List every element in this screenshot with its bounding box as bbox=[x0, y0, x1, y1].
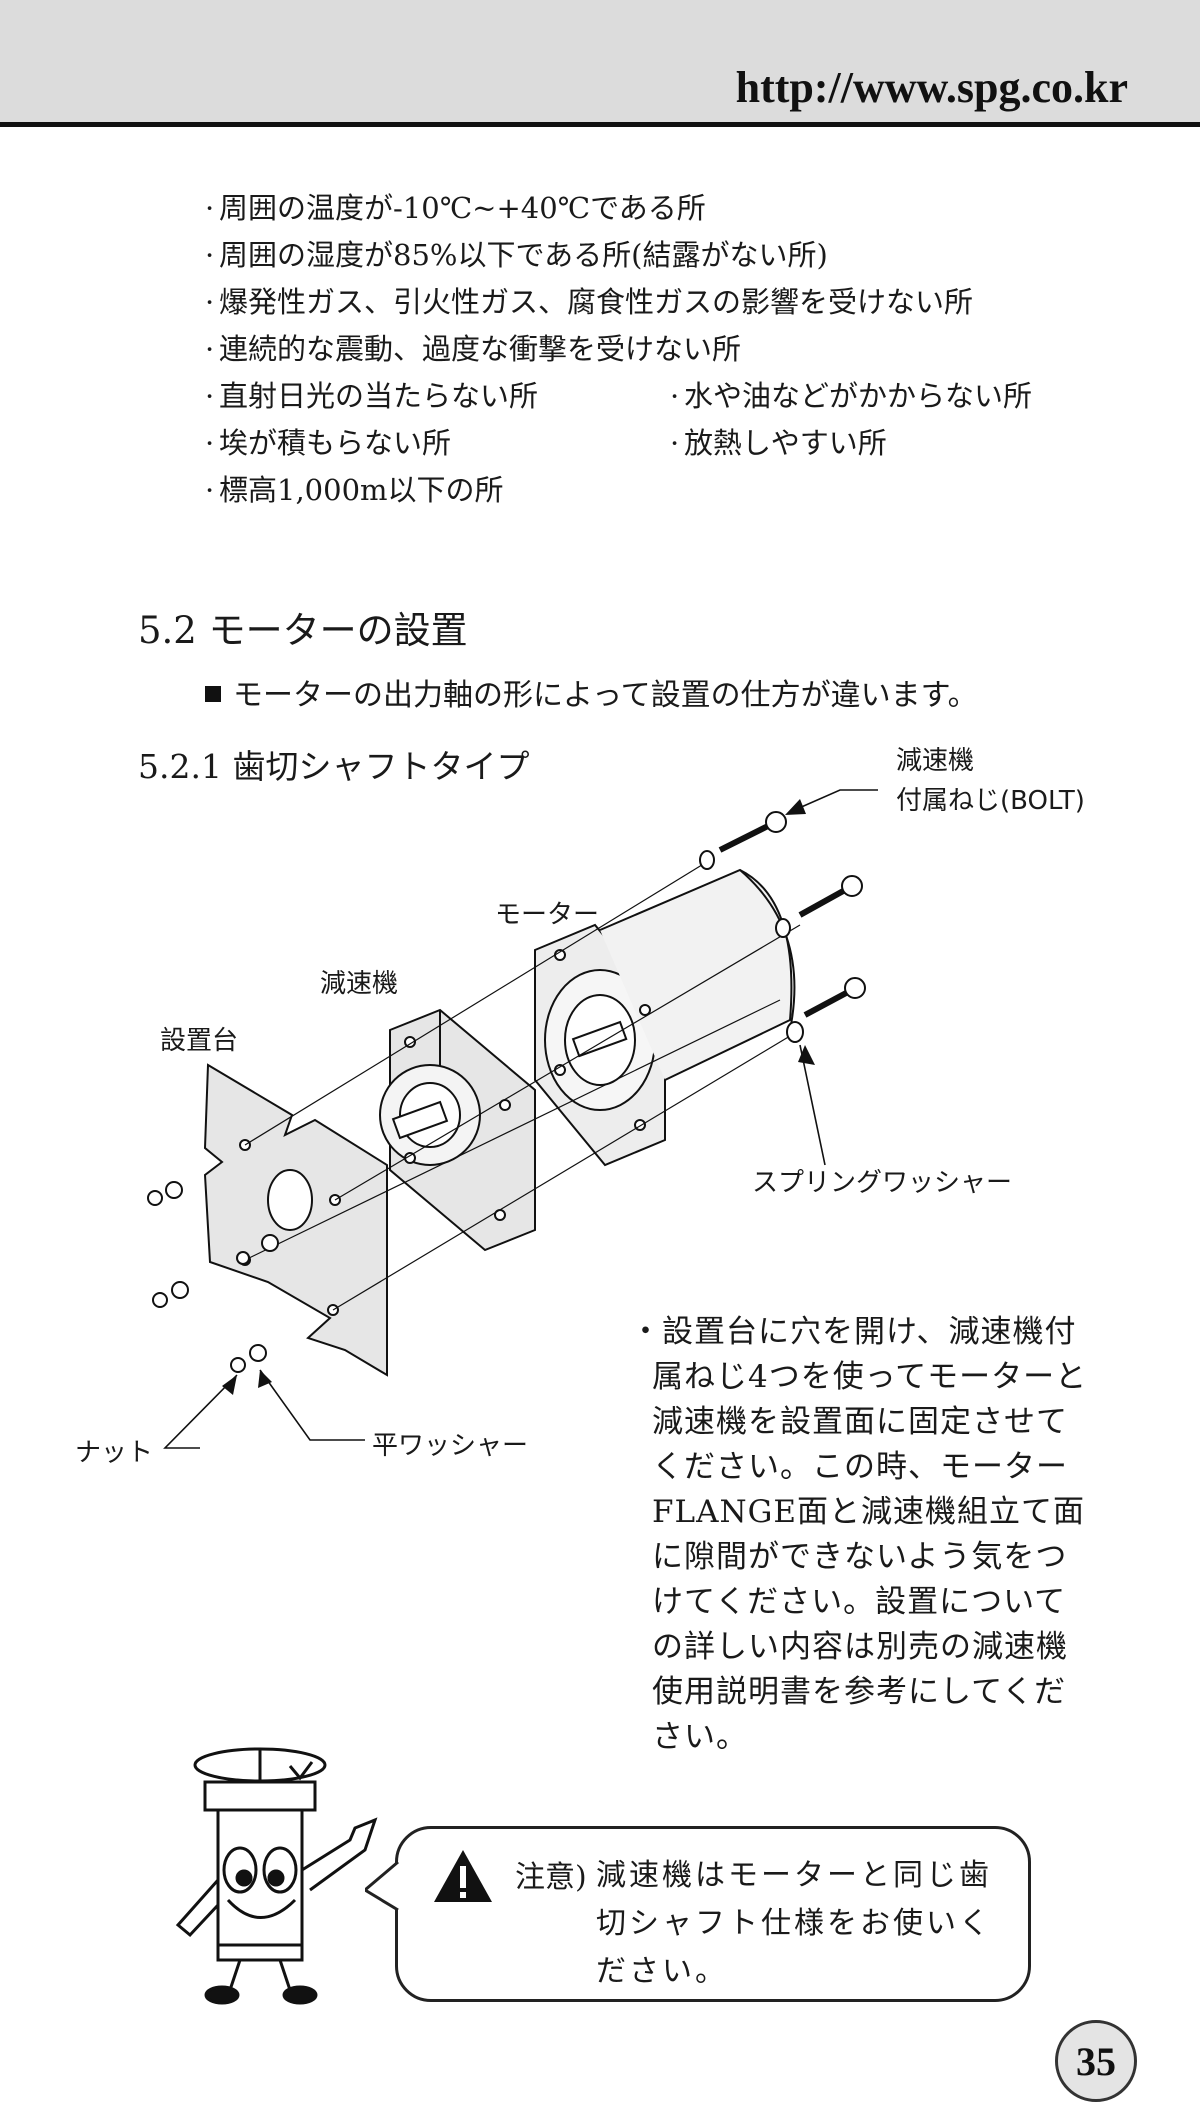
condition-item: ·直射日光の当たらない所 bbox=[205, 379, 539, 413]
description-text: ・設置台に穴を開け、減速機付属ねじ4つを使ってモーターと減速機を設置面に固定させ… bbox=[630, 1314, 1088, 1755]
label-bolt: 減速機 bbox=[896, 746, 975, 776]
bolt bbox=[803, 977, 866, 1018]
installation-description: ・設置台に穴を開け、減速機付属ねじ4つを使ってモーターと減速機を設置面に固定させ… bbox=[630, 1310, 1090, 1760]
caution-text: 減速機はモーターと同じ歯切シャフト仕様をお使いください。 bbox=[596, 1858, 992, 1989]
bolt bbox=[718, 811, 787, 853]
subsection-title: 5.2.1 歯切シャフトタイプ bbox=[138, 747, 530, 786]
label-nut: ナット bbox=[75, 1438, 154, 1468]
condition-item: ·標高1,000m以下の所 bbox=[205, 473, 504, 507]
section-note: モーターの出力軸の形によって設置の仕方が違います。 bbox=[205, 670, 978, 714]
label-spring-washer: スプリングワッシャー bbox=[752, 1168, 1013, 1198]
condition-item: ·水や油などがかからない所 bbox=[670, 379, 1033, 413]
condition-item: ·放熱しやすい所 bbox=[670, 426, 887, 460]
bubble-tail bbox=[365, 1860, 401, 1912]
mascot-illustration bbox=[175, 1747, 378, 2005]
label-gearhead: 減速機 bbox=[320, 969, 399, 999]
page-header: http://www.spg.co.kr bbox=[0, 0, 1200, 127]
page-number: 35 bbox=[1055, 2020, 1137, 2102]
square-bullet-icon bbox=[205, 686, 221, 702]
caution-label: 注意) bbox=[515, 1860, 587, 1895]
caution-bubble bbox=[395, 1826, 1031, 2002]
base-center-hole bbox=[267, 1169, 313, 1231]
condition-item: ·連続的な震動、過度な衝撃を受けない所 bbox=[205, 332, 742, 366]
condition-item: ·周囲の湿度が85%以下である所(結露がない所) bbox=[205, 238, 828, 272]
label-bolt: 付属ねじ(BOLT) bbox=[896, 786, 1085, 816]
condition-item: ·周囲の温度が-10℃~+40℃である所 bbox=[205, 191, 706, 225]
label-motor: モーター bbox=[495, 900, 600, 930]
website-url: http://www.spg.co.kr bbox=[735, 63, 1128, 112]
condition-item: ·埃が積もらない所 bbox=[205, 426, 452, 460]
warning-icon bbox=[434, 1850, 492, 1902]
label-mounting-base: 設置台 bbox=[160, 1026, 239, 1056]
bolt bbox=[798, 875, 863, 918]
condition-item: ·爆発性ガス、引火性ガス、腐食性ガスの影響を受けない所 bbox=[205, 285, 974, 319]
label-flat-washer: 平ワッシャー bbox=[372, 1431, 529, 1461]
section-title: 5.2 モーターの設置 bbox=[138, 609, 468, 652]
